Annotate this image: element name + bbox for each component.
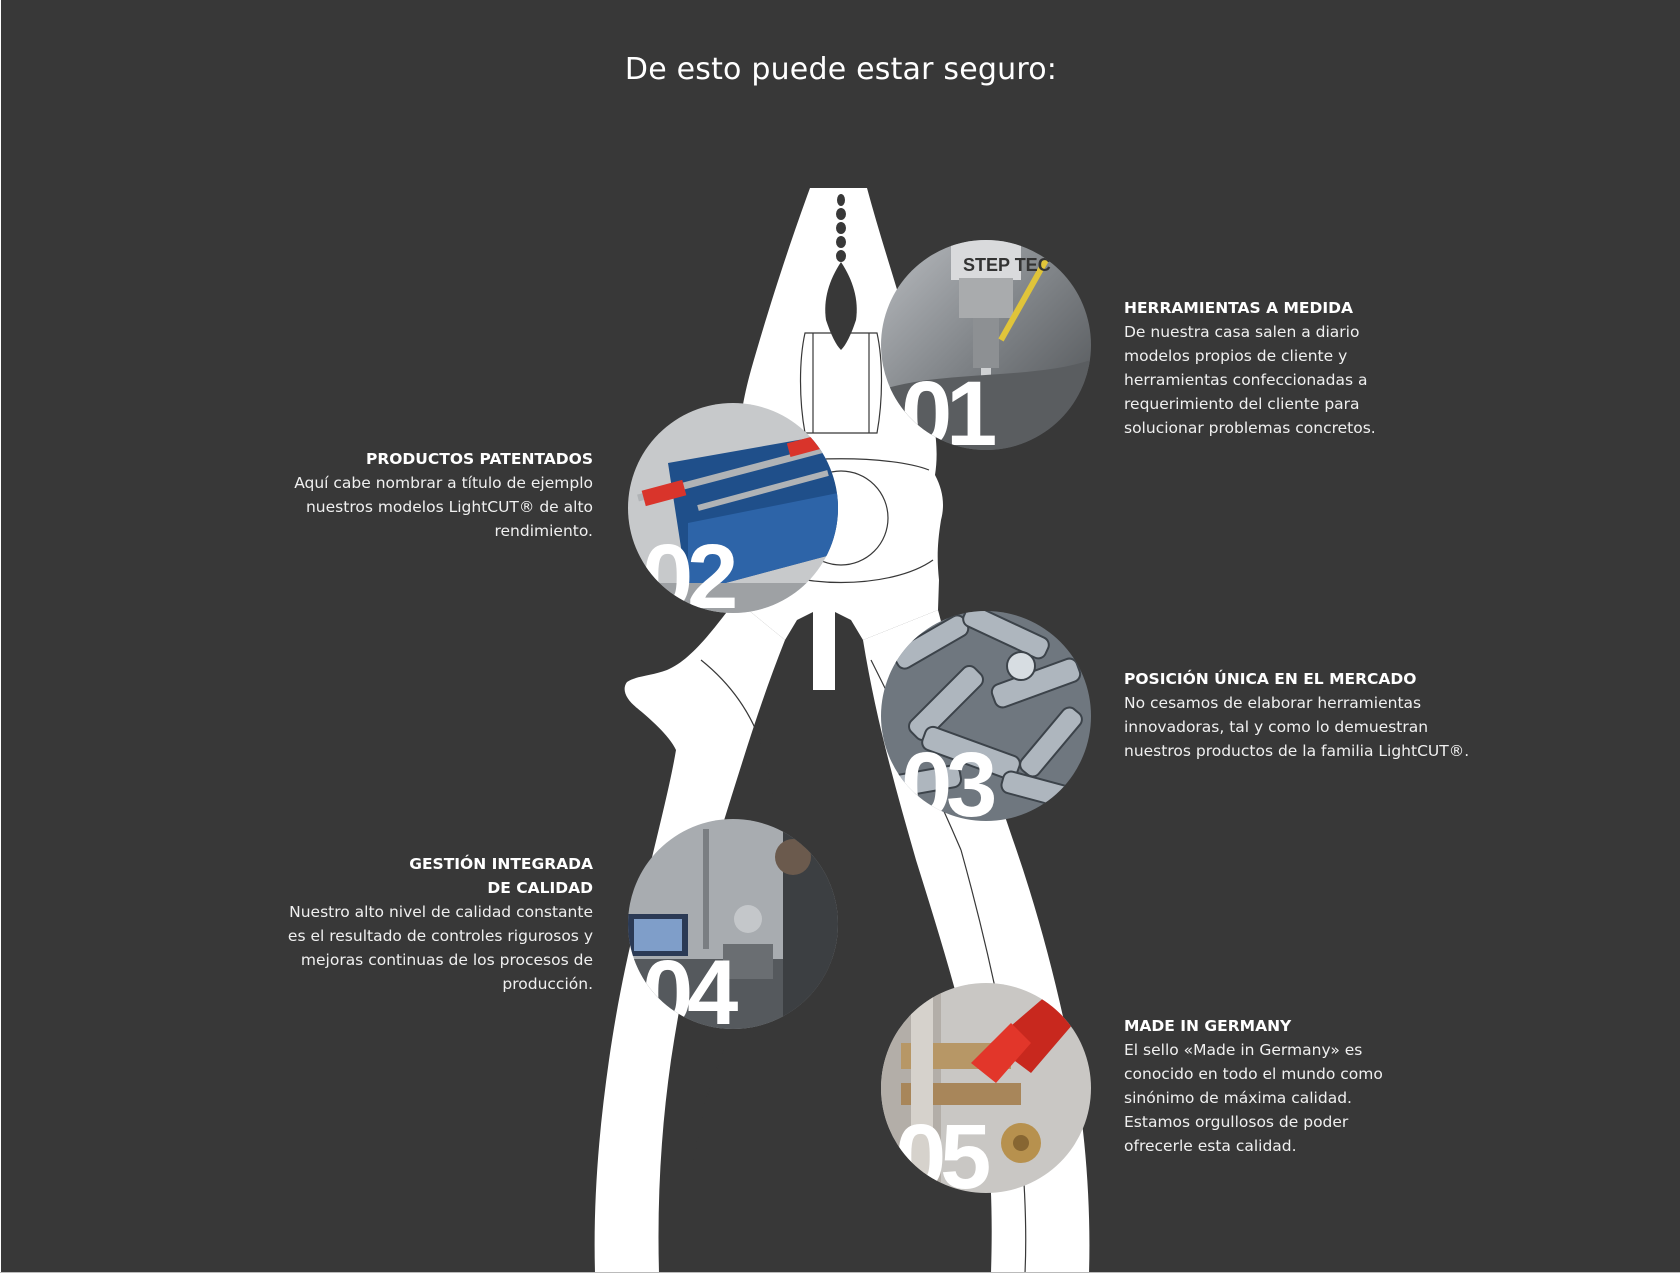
feature-number: 02: [642, 526, 738, 613]
photo-label-step-tec: STEP TEC: [963, 255, 1051, 275]
feature-number: 05: [895, 1106, 991, 1193]
feature-number: 04: [642, 942, 738, 1029]
photo-market-position: 03: [881, 611, 1091, 821]
feature-title: GESTIÓN INTEGRADA DE CALIDAD: [409, 855, 593, 897]
page-title: De esto puede estar seguro:: [624, 52, 1058, 87]
feature-quality-management: GESTIÓN INTEGRADA DE CALIDAD Nuestro alt…: [253, 852, 593, 996]
feature-custom-tools: HERRAMIENTAS A MEDIDA De nuestra casa sa…: [1124, 296, 1454, 440]
photo-made-in-germany: 05: [881, 983, 1091, 1193]
feature-number: 03: [901, 734, 997, 821]
feature-text: Nuestro alto nivel de calidad constante …: [287, 903, 593, 993]
feature-text: Aquí cabe nombrar a título de ejemplo nu…: [294, 474, 593, 540]
feature-text: No cesamos de elaborar herramientas inno…: [1124, 694, 1470, 760]
feature-title: HERRAMIENTAS A MEDIDA: [1124, 299, 1354, 317]
feature-patented-products: PRODUCTOS PATENTADOS Aquí cabe nombrar a…: [253, 447, 593, 543]
feature-number: 01: [901, 363, 997, 450]
feature-market-position: POSICIÓN ÚNICA EN EL MERCADO No cesamos …: [1124, 667, 1504, 763]
feature-text: El sello «Made in Germany» es conocido e…: [1124, 1041, 1383, 1155]
photo-custom-tools: STEP TEC 01: [881, 240, 1091, 450]
feature-title: PRODUCTOS PATENTADOS: [365, 450, 593, 468]
feature-title: POSICIÓN ÚNICA EN EL MERCADO: [1124, 670, 1417, 688]
photo-patented-products: 02: [628, 403, 838, 613]
feature-text: De nuestra casa salen a diario modelos p…: [1124, 323, 1376, 437]
feature-title: MADE IN GERMANY: [1124, 1017, 1292, 1035]
feature-made-in-germany: MADE IN GERMANY El sello «Made in German…: [1124, 1014, 1454, 1158]
photo-quality-management: 04: [628, 819, 838, 1029]
